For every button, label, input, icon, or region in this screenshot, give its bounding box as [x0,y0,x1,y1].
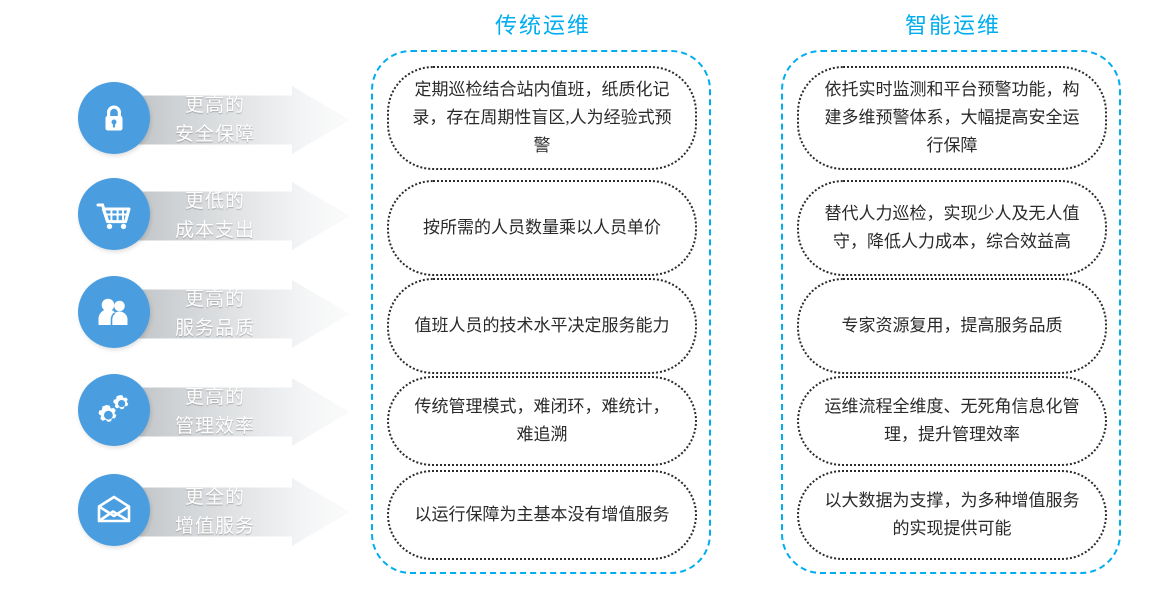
card-text: 以大数据为支撑，为多种增值服务的实现提供可能 [824,491,1080,538]
card-text: 运维流程全维度、无死角信息化管理，提升管理效率 [824,397,1080,444]
card-text: 按所需的人员数量乘以人员单价 [423,218,661,237]
card-text: 依托实时监测和平台预警功能，构建多维预警体系，大幅提高安全运行保障 [824,80,1080,155]
benefit-label-line2: 安全保障 [174,124,255,145]
card-text: 替代人力巡检，实现少人及无人值守，降低人力成本，综合效益高 [824,204,1080,251]
benefit-label: 更全的 增值服务 [156,482,274,542]
envelope-icon [78,474,150,546]
card-item[interactable]: 传统管理模式，难闭环，难统计，难追溯 [387,376,697,466]
benefit-label-line1: 更高的 [184,95,245,116]
card-item[interactable]: 依托实时监测和平台预警功能，构建多维预警体系，大幅提高安全运行保障 [797,66,1107,170]
card-text: 传统管理模式，难闭环，难统计，难追溯 [414,397,670,444]
benefit-label-line1: 更低的 [184,191,245,212]
card-stack: 依托实时监测和平台预警功能，构建多维预警体系，大幅提高安全运行保障 替代人力巡检… [797,66,1107,560]
column-title: 智能运维 [904,13,1001,38]
users-icon [78,276,150,348]
card-text: 值班人员的技术水平决定服务能力 [414,316,670,335]
card-item[interactable]: 按所需的人员数量乘以人员单价 [387,180,697,276]
card-item[interactable]: 专家资源复用，提高服务品质 [797,278,1107,374]
column-traditional: 传统运维 定期巡检结合站内值班，纸质化记录，存在周期性盲区,人为经验式预警 按所… [371,13,711,574]
card-item[interactable]: 定期巡检结合站内值班，纸质化记录，存在周期性盲区,人为经验式预警 [387,66,697,170]
card-stack: 定期巡检结合站内值班，纸质化记录，存在周期性盲区,人为经验式预警 按所需的人员数… [387,66,697,560]
gears-icon [78,374,150,446]
benefit-label-line1: 更全的 [184,487,245,508]
benefit-row-cost[interactable]: 更低的 成本支出 [78,178,350,254]
card-item[interactable]: 以大数据为支撑，为多种增值服务的实现提供可能 [797,470,1107,560]
benefits-arrow-list: 更高的 安全保障 更低的 成本支出 [0,0,360,590]
benefit-label-line2: 管理效率 [174,416,255,437]
benefit-label-line2: 成本支出 [174,220,255,241]
benefit-label-line1: 更高的 [184,289,245,310]
card-item[interactable]: 替代人力巡检，实现少人及无人值守，降低人力成本，综合效益高 [797,180,1107,276]
card-item[interactable]: 运维流程全维度、无死角信息化管理，提升管理效率 [797,376,1107,466]
card-item[interactable]: 以运行保障为主基本没有增值服务 [387,470,697,560]
card-text: 定期巡检结合站内值班，纸质化记录，存在周期性盲区,人为经验式预警 [412,80,672,155]
card-text: 专家资源复用，提高服务品质 [841,316,1063,335]
benefit-label-line2: 服务品质 [174,318,255,339]
benefit-label: 更高的 管理效率 [156,382,274,442]
benefit-row-service[interactable]: 更高的 服务品质 [78,276,350,352]
benefit-label-line2: 增值服务 [174,516,255,537]
benefit-row-value-added[interactable]: 更全的 增值服务 [78,474,350,550]
benefit-label: 更高的 服务品质 [156,284,274,344]
lock-icon [78,82,150,154]
card-item[interactable]: 值班人员的技术水平决定服务能力 [387,278,697,374]
cart-icon [78,178,150,250]
column-title: 传统运维 [494,13,591,38]
column-intelligent: 智能运维 依托实时监测和平台预警功能，构建多维预警体系，大幅提高安全运行保障 替… [781,13,1121,574]
card-text: 以运行保障为主基本没有增值服务 [414,505,670,524]
benefit-label: 更低的 成本支出 [156,186,274,246]
benefit-row-management[interactable]: 更高的 管理效率 [78,374,350,450]
benefit-label-line1: 更高的 [184,387,245,408]
benefit-label: 更高的 安全保障 [156,90,274,150]
benefit-row-security[interactable]: 更高的 安全保障 [78,82,350,158]
